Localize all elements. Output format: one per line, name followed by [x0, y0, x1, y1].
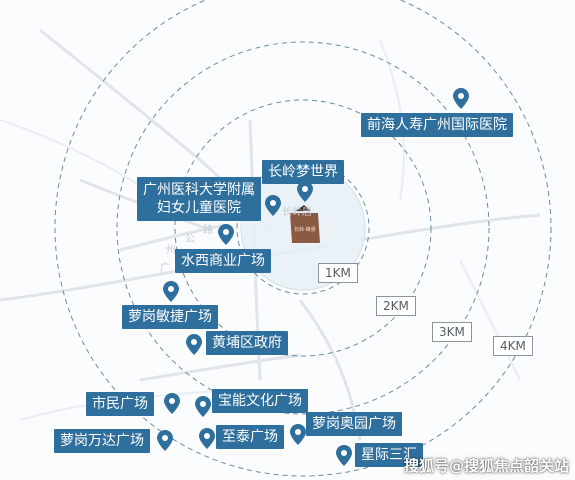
ring-3km	[116, 41, 490, 415]
location-pin-icon[interactable]	[289, 424, 307, 446]
distance-rings	[54, 0, 552, 477]
ring-label-4km: 4KM	[493, 336, 533, 356]
ring-label-1km: 1KM	[318, 263, 358, 283]
poi-label-gzfy-line2: 妇女儿童医院	[157, 200, 241, 216]
road-label-zhou: 州	[166, 245, 176, 256]
poi-label-shuixi[interactable]: 水西商业广场	[175, 249, 271, 273]
location-pin-icon[interactable]	[264, 195, 282, 217]
location-pin-icon[interactable]	[156, 430, 174, 452]
ring-2km	[174, 99, 432, 357]
ring-4km	[54, 0, 552, 477]
location-pin-icon[interactable]	[335, 445, 353, 467]
road-label-lu: 路	[203, 225, 213, 236]
poi-label-shimin[interactable]: 市民广场	[86, 392, 154, 416]
project-marker	[296, 205, 311, 211]
poi-label-changling[interactable]: 长岭梦世界	[262, 160, 344, 184]
poi-label-aoyuan[interactable]: 萝岗奥园广场	[306, 412, 402, 436]
location-pin-icon[interactable]	[163, 393, 181, 415]
road-label-gong: 公	[185, 234, 195, 245]
poi-label-minjie[interactable]: 萝岗敏捷广场	[122, 305, 218, 329]
watermark: 搜狐号@搜狐焦点韶关站	[403, 457, 569, 475]
project-block-text: 长岭·峰景	[294, 226, 316, 233]
ring-label-3km: 3KM	[432, 322, 472, 342]
location-pin-icon[interactable]	[194, 396, 212, 418]
poi-label-gzfy[interactable]: 广州医科大学附属 妇女儿童医院	[137, 177, 261, 221]
location-pin-icon[interactable]	[217, 224, 235, 246]
poi-label-gzfy-line1: 广州医科大学附属	[143, 182, 255, 198]
location-pin-icon[interactable]	[452, 88, 470, 110]
location-pin-icon[interactable]	[185, 334, 203, 356]
poi-label-baoneng[interactable]: 宝能文化广场	[212, 389, 308, 413]
location-pin-icon[interactable]	[296, 181, 314, 203]
poi-label-qianhai[interactable]: 前海人寿广州国际医院	[361, 113, 513, 137]
road-label-guang: 广	[160, 263, 170, 274]
poi-label-zhitai[interactable]: 至泰广场	[216, 425, 284, 449]
location-pin-icon[interactable]	[162, 281, 180, 303]
project-block	[290, 213, 320, 243]
poi-label-xingji[interactable]: 星际三汇	[355, 443, 423, 467]
poi-label-huangpu[interactable]: 黄埔区政府	[206, 331, 288, 355]
road-label-changlingju: 长岭居	[282, 207, 312, 218]
ring-label-2km: 2KM	[376, 296, 416, 316]
poi-label-wanda[interactable]: 萝岗万达广场	[54, 429, 150, 453]
location-pin-icon[interactable]	[198, 428, 216, 450]
